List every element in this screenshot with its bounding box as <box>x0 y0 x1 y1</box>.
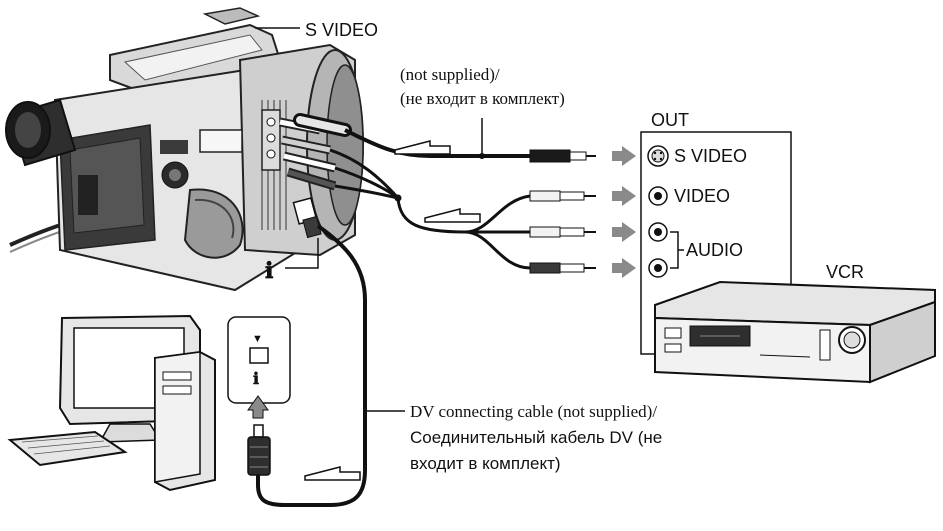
dv-cable-label-line3: входит в комплект) <box>410 454 561 473</box>
s-video-callout: S VIDEO <box>305 20 378 40</box>
port-i-link-icon: ℹ <box>253 371 259 388</box>
signal-arrows-right <box>612 146 636 278</box>
vcr-label: VCR <box>826 262 864 282</box>
dv-port-icon <box>249 347 269 364</box>
dv-cable-label-line2: Соединительный кабель DV (не <box>410 428 662 447</box>
vcr-illustration <box>654 280 936 384</box>
port-triangle-icon: ▼ <box>252 333 263 345</box>
dv-port-inset <box>227 316 291 404</box>
video-jack-label: VIDEO <box>674 186 730 206</box>
rca-plugs <box>529 149 596 274</box>
insert-arrow <box>247 395 269 419</box>
dv-i-link-icon: ℹ <box>265 258 274 283</box>
dv-cable-label-line1: DV connecting cable (not supplied)/ <box>410 402 657 421</box>
dv-symbol-leader <box>285 238 319 269</box>
dv-plug-computer <box>247 424 271 476</box>
not-supplied-en: (not supplied)/ <box>400 65 500 84</box>
camcorder-plugs <box>279 113 352 239</box>
not-supplied-ru: (не входит в комплект) <box>400 89 565 108</box>
cable-label-dot <box>479 153 485 159</box>
direction-arrows <box>304 140 481 481</box>
cables <box>256 128 531 507</box>
computer-illustration <box>7 314 216 492</box>
out-label: OUT <box>651 110 689 130</box>
s-video-jack-label: S VIDEO <box>674 146 747 166</box>
camcorder-illustration <box>5 7 364 292</box>
audio-jack-label: AUDIO <box>686 240 743 260</box>
